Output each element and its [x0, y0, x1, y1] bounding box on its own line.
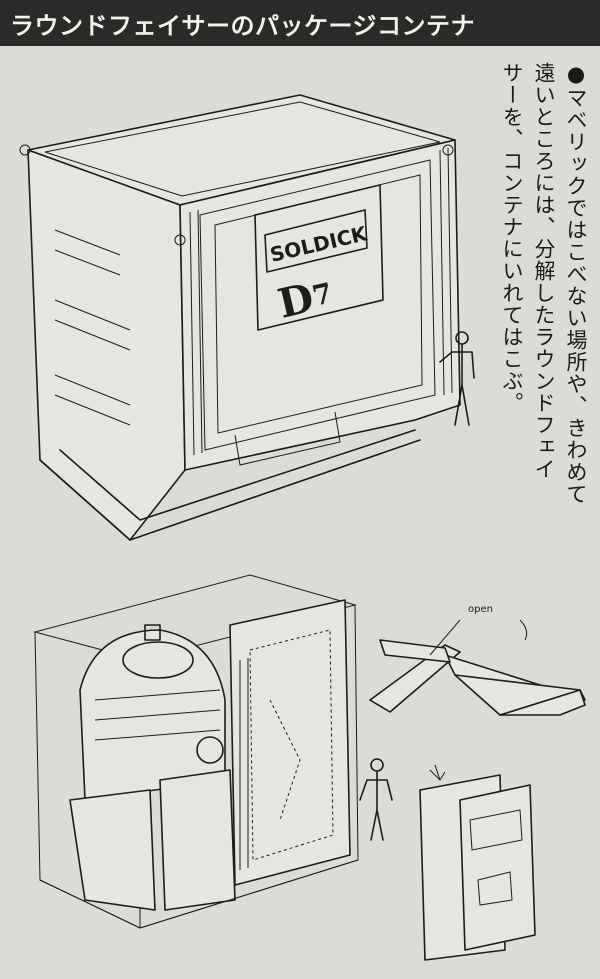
caption-line-1: ●マベリックではこべない場所や、きわめて — [564, 62, 588, 505]
caption-line-3: サーを、コンテナにいれてはこぶ。 — [500, 62, 524, 414]
title-bar: ラウンドフェイサーのパッケージコンテナ — [0, 0, 600, 46]
caption-line-2: 遠いところには、分解したラウンドフェイ — [532, 62, 556, 480]
page-title: ラウンドフェイサーのパッケージコンテナ — [10, 11, 476, 40]
caption-block: ●マベリックではこべない場所や、きわめて 遠いところには、分解したラウンドフェイ… — [498, 62, 590, 532]
open-note: open — [468, 604, 493, 615]
